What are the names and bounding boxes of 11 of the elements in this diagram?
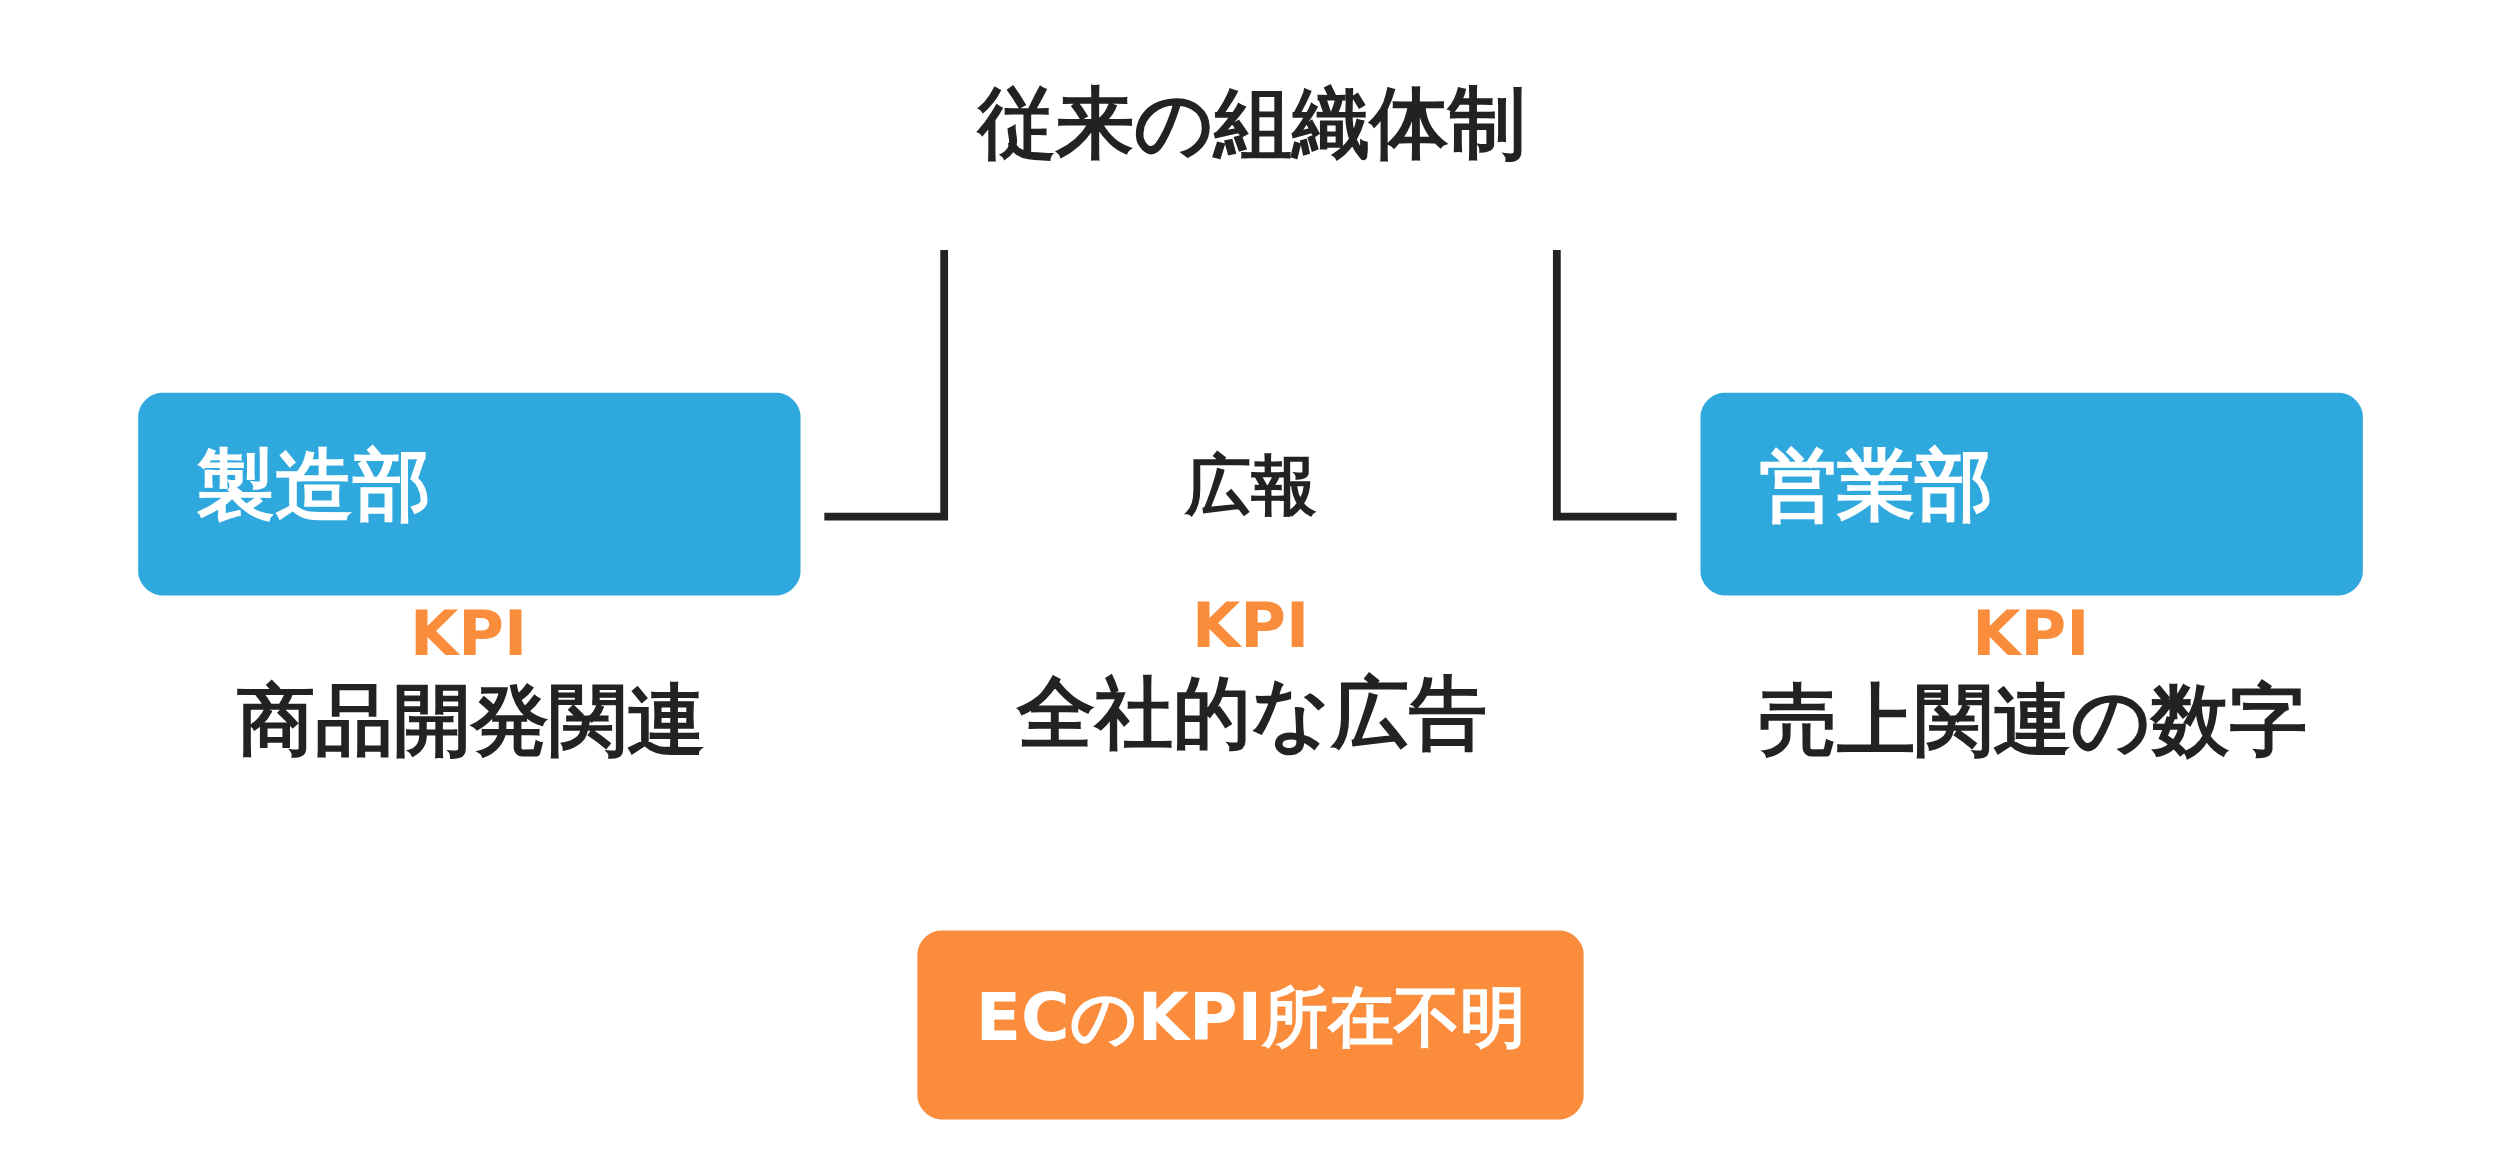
node-label: 売上関連の数字: [1758, 675, 2307, 766]
node-box: 製造部: [137, 392, 800, 596]
node-text: 従来の組織体制: [977, 78, 1526, 169]
node-box: 営業部: [1700, 392, 2363, 596]
node-text: 広報: [1184, 447, 1317, 525]
node-label: KPI: [409, 597, 527, 671]
node-box: ECのKPI所在不明: [916, 930, 1584, 1120]
node-label: 商品開発関連: [236, 675, 705, 766]
node-label: KPI: [1971, 597, 2089, 671]
node-label: KPI: [1191, 589, 1309, 663]
node-label: 全社的な広告: [1016, 667, 1487, 758]
